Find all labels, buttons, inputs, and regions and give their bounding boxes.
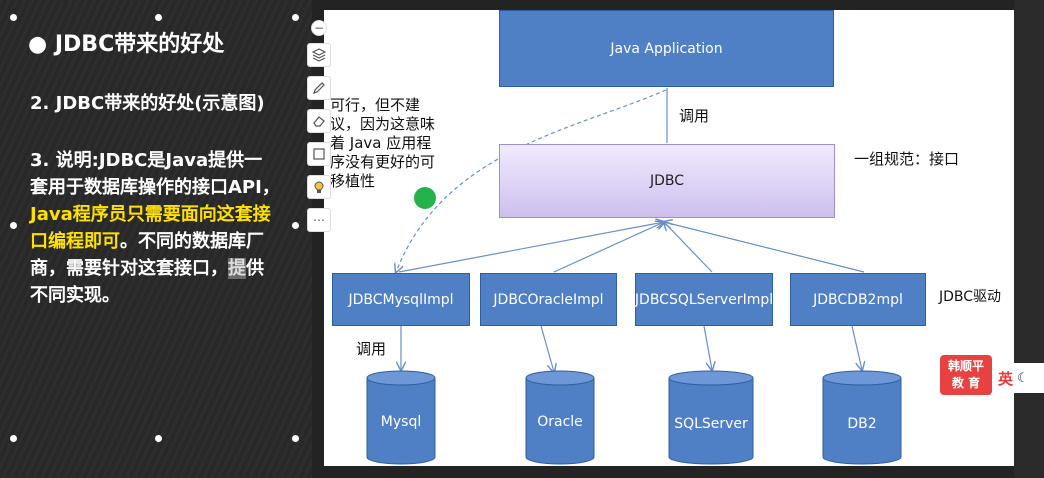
arrow-oracle-jdbc	[553, 222, 664, 273]
db-mysql-label: Mysql	[380, 414, 422, 430]
db-cylinder-mysql	[366, 370, 436, 465]
pen-icon[interactable]	[307, 76, 331, 100]
collapse-icon[interactable]: −	[311, 20, 327, 36]
db-db2-label: DB2	[847, 416, 877, 432]
point-2-text: 2. JDBC带来的好处(示意图)	[30, 93, 265, 114]
annotation-note: 可行，但不建议，因为这意味着 Java 应用程序没有更好的可移植性	[330, 96, 436, 190]
selection-handle[interactable]	[10, 222, 17, 229]
selection-handle[interactable]	[292, 14, 299, 21]
moon-icon: ☾	[1017, 370, 1029, 386]
jdbc-box: JDBC	[499, 144, 835, 218]
point-3-selected: 提	[228, 258, 246, 279]
diagram-canvas: Java Application 调用 JDBC 一组规范：接口 JDBCMys…	[324, 10, 1014, 466]
slide-heading: ● JDBC带来的好处	[28, 32, 225, 57]
point-3: 3. 说明:JDBC是Java提供一套用于数据库操作的接口API， Java程序员…	[30, 147, 280, 309]
arrow-impl-oracle	[540, 325, 554, 372]
db-cylinder-sqlserver	[668, 370, 754, 465]
selection-handle[interactable]	[155, 14, 162, 21]
badge-line-2: 教 育	[951, 376, 981, 390]
slide-text-panel	[0, 0, 312, 478]
arrow-mysql-jdbc	[398, 222, 664, 273]
call-label-bottom: 调用	[356, 340, 387, 358]
point-3-text-b: 。不同的数据库厂商，需要针对这套接口，	[30, 231, 264, 279]
impl-sqlserver: JDBCSQLServerImpl	[635, 273, 773, 326]
selection-handle[interactable]	[10, 14, 17, 21]
java-application-box: Java Application	[499, 10, 834, 87]
driver-label: JDBC驱动	[939, 289, 1002, 305]
selection-handle[interactable]	[155, 435, 162, 442]
layers-icon[interactable]	[307, 43, 331, 67]
impl-db2: JDBCDB2mpl	[790, 273, 926, 326]
selection-handle[interactable]	[292, 435, 299, 442]
selection-handle[interactable]	[292, 222, 299, 229]
arrow-db2-jdbc	[664, 222, 865, 273]
point-2: 2. JDBC带来的好处(示意图)	[30, 90, 280, 117]
ime-language: 英	[998, 369, 1014, 388]
db-cylinder-oracle	[525, 370, 595, 465]
call-label-top: 调用	[679, 107, 710, 125]
point-3-highlight: Java程序员只需要面向这套接口编程即可	[30, 204, 271, 252]
brand-badge: 韩顺平 教 育	[940, 355, 992, 395]
lightbulb-icon[interactable]	[307, 175, 331, 199]
arrow-impl-sqlserver	[703, 325, 712, 370]
point-3-text-c: 供不同实现。	[30, 258, 264, 306]
more-icon[interactable]: ⋯	[307, 208, 331, 232]
point-3-text-a: 3. 说明:JDBC是Java提供一套用于数据库操作的接口API，	[30, 150, 280, 198]
jdbc-note: 一组规范：接口	[854, 150, 960, 168]
db-oracle-label: Oracle	[537, 414, 583, 430]
impl-oracle: JDBCOracleImpl	[480, 273, 617, 326]
shape-icon[interactable]	[307, 142, 331, 166]
impl-mysql: JDBCMysqlImpl	[332, 273, 470, 326]
db-cylinder-db2	[822, 370, 902, 465]
ime-indicator[interactable]: 英 ☾	[994, 363, 1044, 393]
annotation-toolbar: − ⋯	[307, 20, 331, 241]
eraser-icon[interactable]	[307, 109, 331, 133]
right-edge-strip	[1014, 0, 1044, 478]
selection-handle[interactable]	[10, 435, 17, 442]
diagram-connectors	[366, 88, 902, 465]
badge-line-1: 韩顺平	[947, 359, 984, 373]
arrow-impl-db2	[851, 325, 862, 370]
db-sqlserver-label: SQLServer	[674, 416, 748, 432]
arrow-sqlserver-jdbc	[664, 222, 713, 273]
pointer-cursor-icon	[414, 187, 436, 209]
